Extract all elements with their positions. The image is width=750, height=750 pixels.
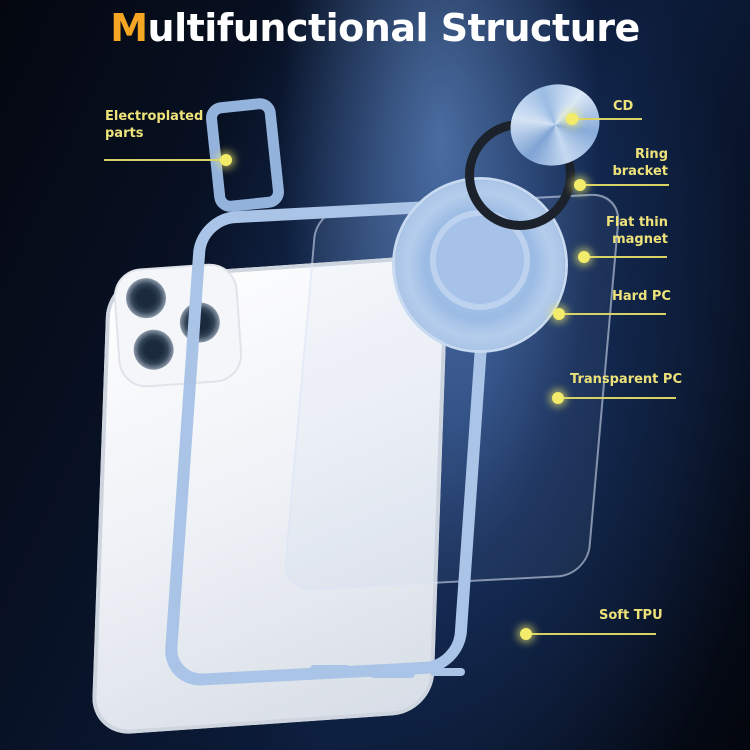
electroplated-camera-frame (204, 96, 286, 214)
label-soft-tpu: Soft TPU (599, 608, 663, 623)
button-opening (310, 665, 350, 673)
title-accent-letter: M (110, 6, 148, 50)
callout-dot (220, 154, 232, 166)
label-line: Flat thin (605, 215, 668, 230)
callout-dot (552, 392, 564, 404)
label-cd: CD (613, 99, 634, 114)
callout-line (585, 184, 669, 186)
label-line: parts (105, 126, 144, 141)
label-ring-bracket: Ring bracket (600, 146, 668, 180)
label-line: Ring (634, 147, 668, 162)
camera-lens (124, 276, 168, 320)
label-line: Electroplated (105, 109, 204, 124)
label-line: bracket (612, 164, 668, 179)
label-flat-thin-magnet: Flat thin magnet (600, 214, 668, 248)
port-opening (370, 670, 415, 678)
callout-line (560, 313, 666, 315)
callout-line (578, 118, 642, 120)
title-text: ultifunctional Structure (147, 6, 641, 50)
callout-line (560, 397, 676, 399)
callout-dot (553, 308, 565, 320)
label-electroplated-parts: Electroplated parts (105, 108, 203, 142)
camera-lens (132, 328, 175, 372)
callout-line (104, 159, 226, 161)
page-title: Multifunctional Structure (0, 6, 750, 50)
label-line: magnet (612, 232, 668, 247)
callout-dot (520, 628, 532, 640)
callout-dot (574, 179, 586, 191)
label-hard-pc: Hard PC (612, 289, 671, 304)
speaker-opening (430, 668, 465, 676)
callout-line (528, 633, 656, 635)
callout-line (585, 256, 667, 258)
callout-dot (566, 113, 578, 125)
label-transparent-pc: Transparent PC (570, 372, 682, 387)
callout-dot (578, 251, 590, 263)
